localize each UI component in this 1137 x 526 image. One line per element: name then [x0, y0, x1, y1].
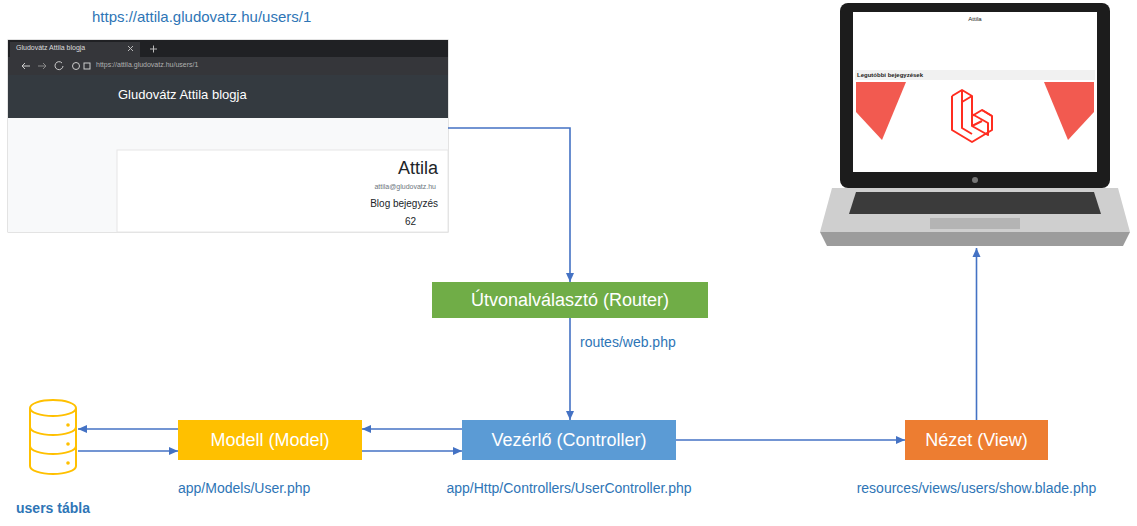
stat-label: Blog bejegyzés [370, 198, 438, 209]
tab-title: Gludovátz Attila blogja [16, 44, 85, 51]
cylinder-body [30, 400, 76, 474]
cylinder-rim [30, 408, 76, 416]
red-corner [1044, 82, 1094, 140]
box-title: Útvonalválasztó (Router) [471, 290, 669, 311]
status-dot [66, 442, 70, 446]
router-box: Útvonalválasztó (Router)routes/web.php [432, 282, 708, 318]
flow-arrow [78, 450, 178, 452]
box-title: Vezérlő (Controller) [491, 430, 646, 451]
logo-stroke [952, 96, 992, 142]
database-node: users tábla [28, 398, 78, 476]
red-corner [856, 82, 906, 140]
address-text: https://attila.gludovatz.hu/users/1 [96, 61, 198, 68]
tab-bar [8, 40, 448, 57]
url-heading: https://attila.gludovatz.hu/users/1 [92, 8, 311, 25]
new-tab-icon [150, 46, 157, 53]
status-dot [66, 423, 70, 427]
site-header [8, 75, 448, 118]
close-icon [128, 46, 133, 51]
box-title: Nézet (View) [925, 430, 1028, 451]
laptop-bezel [840, 3, 1110, 188]
flow-arrow [362, 450, 462, 452]
laptop-node: AttilaLegutóbbi bejegyzések [820, 3, 1130, 248]
profile-email: attila@gludovatz.hu [374, 183, 436, 190]
profile-card [117, 150, 448, 232]
laptop-deck [820, 188, 1130, 232]
address-bar [8, 57, 448, 75]
reload-icon [55, 62, 63, 70]
box-title: Modell (Model) [210, 430, 329, 451]
laptop-screen [853, 12, 1097, 172]
stat-value: 62 [405, 216, 416, 227]
laptop-base [820, 232, 1130, 246]
table-label: users tábla [16, 500, 90, 516]
file-path: routes/web.php [580, 334, 676, 350]
laravel-logo [952, 90, 992, 142]
browser-screenshot [8, 40, 448, 232]
database-symbol [28, 398, 78, 476]
flow-arrow [676, 439, 905, 441]
site-title: Gludovátz Attila blogja [118, 87, 247, 102]
model-box: Modell (Model)app/Models/User.php [178, 420, 362, 460]
browser-frame [8, 40, 448, 232]
file-path: app/Models/User.php [178, 480, 310, 496]
flow-arrow [78, 428, 178, 430]
flow-arrow [569, 318, 571, 420]
flow-arrow [362, 428, 462, 430]
controller-box: Vezérlő (Controller)app/Http/Controllers… [462, 420, 676, 460]
touchpad [930, 218, 1020, 229]
back-icon [22, 63, 30, 69]
profile-name: Attila [398, 158, 438, 179]
file-path: resources/views/users/show.blade.php [857, 480, 1097, 496]
shield-icon [73, 63, 80, 70]
logo-badge [972, 177, 978, 183]
logo-stroke [962, 90, 992, 134]
browser-screenshot-node: https://attila.gludovatz.hu/users/1Gludo… [8, 40, 448, 232]
flow-arrow [448, 128, 570, 282]
cylinder-band [30, 427, 76, 454]
keyboard [849, 192, 1101, 214]
screen-name: Attila [820, 16, 1130, 22]
status-dot [66, 461, 70, 465]
laptop-illustration [820, 3, 1130, 246]
flow-arrow [976, 248, 978, 420]
forward-icon [38, 63, 46, 69]
active-tab [10, 42, 140, 57]
screen-heading: Legutóbbi bejegyzések [857, 72, 923, 78]
list-header-bar [855, 70, 1095, 80]
view-box: Nézet (View)resources/views/users/show.b… [905, 420, 1048, 460]
lock-icon [84, 63, 90, 69]
file-path: app/Http/Controllers/UserController.php [446, 480, 691, 496]
page-body [8, 118, 448, 232]
